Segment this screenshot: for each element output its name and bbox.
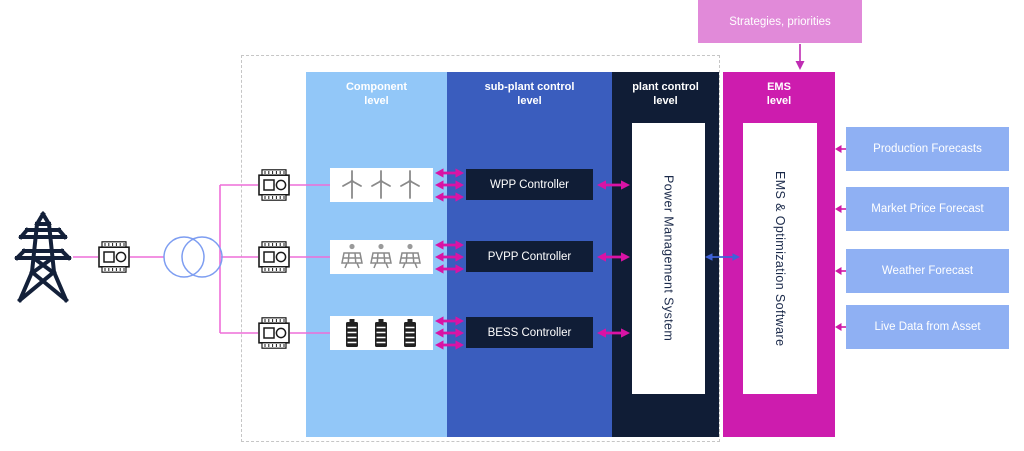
batteries-box [330, 316, 433, 350]
pvpp-controller-label: PVPP Controller [487, 250, 572, 263]
weather-forecast-label: Weather Forecast [881, 265, 974, 277]
market-price-forecast-label: Market Price Forecast [871, 203, 984, 215]
wind-turbines-box [330, 168, 433, 202]
subplant-control-level-header: sub-plant control level [484, 81, 575, 108]
pv-panels-box [330, 240, 433, 274]
power-management-system-label: Power Management System [661, 175, 676, 342]
power-management-system-box: Power Management System [632, 123, 705, 394]
wpp-controller-label: WPP Controller [489, 178, 570, 191]
live-data-from-asset-box: Live Data from Asset [846, 305, 1009, 349]
live-data-from-asset-arrow [834, 322, 847, 332]
bess-controller-box: BESS Controller [466, 317, 593, 348]
market-price-forecast-arrow [834, 204, 847, 214]
strategies-priorities-label: Strategies, priorities [729, 15, 831, 28]
ems-level-header: EMS level [766, 81, 792, 108]
grid-circuit-lines [73, 184, 330, 334]
strategies-priorities-box: Strategies, priorities [698, 0, 862, 43]
market-price-forecast-box: Market Price Forecast [846, 187, 1009, 231]
production-forecasts-arrow [834, 144, 847, 154]
weather-forecast-arrow [834, 266, 847, 276]
ems-optimization-software-label: EMS & Optimization Software [773, 170, 787, 347]
production-forecasts-box: Production Forecasts [846, 127, 1009, 171]
wind-meter-icon [258, 169, 290, 201]
grid-meter-icon [98, 241, 130, 274]
pvpp-controller-box: PVPP Controller [466, 241, 593, 272]
wpp-controller-box: WPP Controller [466, 169, 593, 200]
component-level-header: Component level [345, 81, 408, 108]
live-data-from-asset-label: Live Data from Asset [874, 321, 981, 333]
pv-meter-icon [258, 241, 290, 274]
ems-optimization-software-box: EMS & Optimization Software [743, 123, 817, 394]
bess-controller-label: BESS Controller [487, 326, 572, 339]
weather-forecast-box: Weather Forecast [846, 249, 1009, 293]
transmission-tower-icon [14, 211, 72, 303]
plant-control-level-header: plant control level [632, 81, 699, 108]
transformer-icon [163, 236, 223, 278]
strategies-ems-arrow [795, 44, 805, 70]
production-forecasts-label: Production Forecasts [873, 143, 982, 155]
bess-meter-icon [258, 316, 290, 350]
